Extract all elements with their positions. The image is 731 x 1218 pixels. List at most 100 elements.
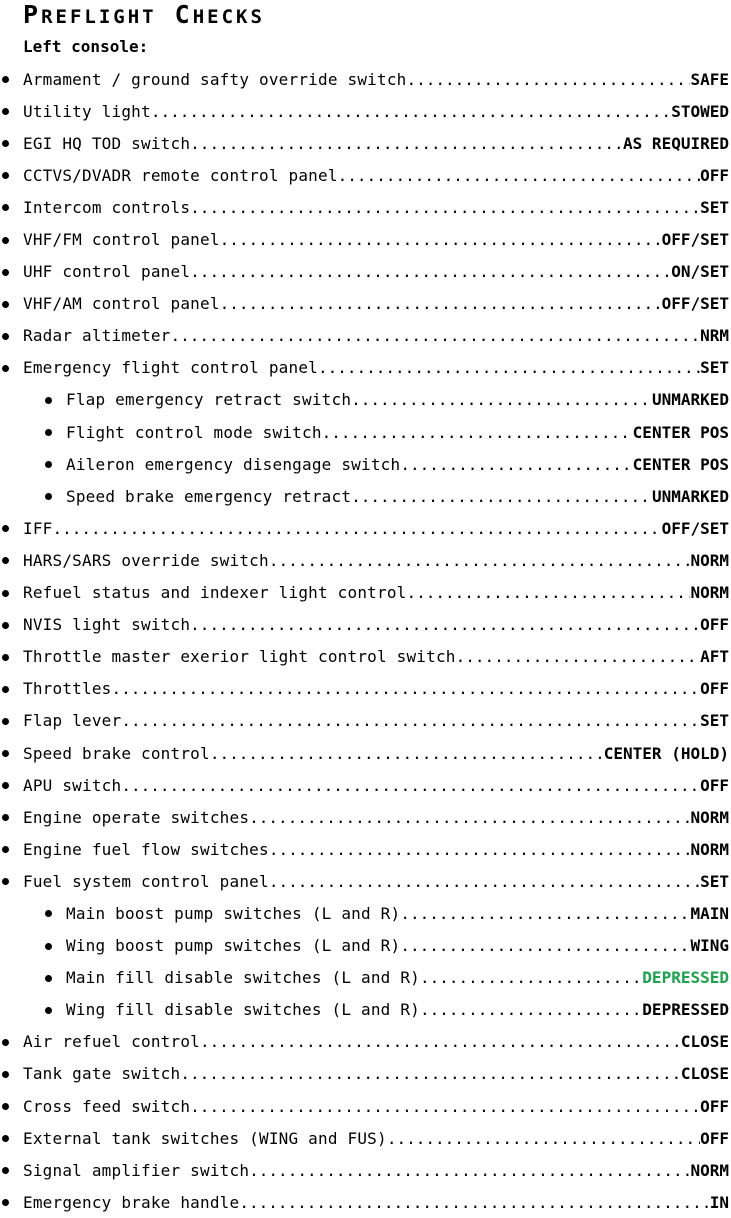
checklist-item-label: Emergency flight control panel (23, 358, 318, 378)
checklist-item-label: UHF control panel (23, 262, 191, 282)
checklist-line: ThrottlesOFF (23, 679, 729, 698)
dot-leader (249, 1161, 690, 1180)
checklist-item-value: OFF/SET (661, 230, 729, 250)
checklist-item-value: SAFE (690, 69, 729, 89)
page-title: PREFLIGHT CHECKS (23, 0, 265, 32)
checklist-item-value: CENTER (HOLD) (603, 743, 729, 763)
checklist-item-value: CLOSE (680, 1064, 729, 1084)
checklist-line: Radar altimeterNRM (23, 326, 729, 345)
checklist-item-value: IN (709, 1192, 729, 1212)
bullet-icon (2, 1167, 9, 1175)
checklist-item-value: OFF (700, 1128, 729, 1148)
checklist-line: CCTVS/DVADR remote control panelOFF (23, 166, 729, 185)
checklist-item-label: Refuel status and indexer light control (23, 583, 407, 603)
dot-leader (171, 326, 701, 345)
checklist-subitem: Speed brake emergency retractUNMARKED (0, 480, 731, 512)
dot-leader (318, 358, 700, 377)
checklist-item-value: CENTER POS (632, 454, 729, 474)
bullet-icon (2, 589, 9, 597)
checklist-line: HARS/SARS override switchNORM (23, 551, 729, 570)
bullet-icon (2, 1038, 9, 1046)
checklist-item-value: CENTER POS (632, 422, 729, 442)
title-initial-1: P (23, 0, 42, 29)
checklist-item-label: CCTVS/DVADR remote control panel (23, 165, 338, 185)
checklist-item: EGI HQ TOD switchAS REQUIRED (0, 127, 731, 159)
title-initial-2: C (174, 0, 193, 29)
checklist-item-value: NORM (690, 550, 729, 570)
bullet-icon (45, 396, 52, 404)
checklist-subitem: Flap emergency retract switchUNMARKED (0, 384, 731, 416)
checklist-item: Tank gate switchCLOSE (0, 1058, 731, 1090)
checklist-item-label: Flap lever (23, 711, 122, 731)
dot-leader (220, 230, 662, 249)
checklist-item-value: OFF (700, 1096, 729, 1116)
checklist-item: APU switchOFF (0, 769, 731, 801)
checklist-item-label: Throttles (23, 679, 112, 699)
checklist-item-label: Wing boost pump switches (L and R) (66, 936, 401, 956)
checklist-item-label: VHF/AM control panel (23, 294, 220, 314)
checklist-item-label: Armament / ground safty override switch (23, 69, 407, 89)
dot-leader (220, 294, 662, 313)
checklist-line: Engine fuel flow switchesNORM (23, 840, 729, 859)
dot-leader (249, 808, 690, 827)
title-rest-1: REFLIGHT (41, 6, 157, 28)
checklist-item: Cross feed switchOFF (0, 1090, 731, 1122)
checklist-subitem: Main fill disable switches (L and R)DEPR… (0, 962, 731, 994)
checklist-line: External tank switches (WING and FUS)OFF (23, 1129, 729, 1148)
dot-leader (420, 968, 642, 987)
checklist-item: Flap leverSET (0, 705, 731, 737)
checklist-line: Wing boost pump switches (L and R)WING (66, 936, 729, 955)
bullet-icon (2, 621, 9, 629)
dot-leader (53, 519, 662, 538)
checklist-item-label: Flight control mode switch (66, 422, 322, 442)
bullet-icon (2, 782, 9, 790)
bullet-icon (2, 172, 9, 180)
checklist-line: Flap leverSET (23, 711, 729, 730)
checklist-item-value: DEPRESSED (642, 968, 729, 988)
dot-leader (322, 423, 633, 442)
bullet-icon (2, 332, 9, 340)
bullet-icon (45, 429, 52, 437)
checklist-item-value: CLOSE (680, 1032, 729, 1052)
bullet-icon (2, 685, 9, 693)
dot-leader (269, 840, 691, 859)
checklist-item-label: Throttle master exerior light control sw… (23, 647, 456, 667)
checklist-item-label: Engine operate switches (23, 807, 250, 827)
checklist-item-value: SET (700, 358, 729, 378)
checklist-item-value: NORM (690, 839, 729, 859)
dot-leader (420, 1000, 642, 1019)
checklist-subitem: Wing fill disable switches (L and R)DEPR… (0, 994, 731, 1026)
checklist-item-value: DEPRESSED (642, 1000, 729, 1020)
checklist-item-value: ON/SET (671, 262, 729, 282)
checklist-line: Refuel status and indexer light controlN… (23, 583, 729, 602)
bullet-icon (2, 814, 9, 822)
bullet-icon (2, 557, 9, 565)
bullet-icon (2, 1070, 9, 1078)
dot-leader (190, 198, 700, 217)
checklist-item: Signal amplifier switchNORM (0, 1154, 731, 1186)
dot-leader (406, 70, 690, 89)
checklist-item-label: VHF/FM control panel (23, 230, 220, 250)
checklist-item: VHF/AM control panelOFF/SET (0, 288, 731, 320)
dot-leader (351, 487, 652, 506)
checklist-line: Utility lightSTOWED (23, 102, 729, 121)
checklist-item-label: NVIS light switch (23, 615, 191, 635)
checklist-line: APU switchOFF (23, 776, 729, 795)
checklist-item-value: NRM (700, 326, 729, 346)
bullet-icon (2, 76, 9, 84)
checklist-line: Speed brake control CENTER (HOLD) (23, 744, 729, 763)
checklist-line: Emergency flight control panel SET (23, 358, 729, 377)
checklist-item-value: STOWED (671, 101, 729, 121)
checklist-item-label: Speed brake emergency retract (66, 486, 352, 506)
checklist-item: Radar altimeterNRM (0, 320, 731, 352)
checklist-item-value: SET (700, 197, 729, 217)
checklist-item-value: UNMARKED (651, 390, 729, 410)
dot-leader (190, 615, 700, 634)
checklist-line: Main boost pump switches (L and R)MAIN (66, 904, 729, 923)
checklist-item-value: OFF (700, 775, 729, 795)
checklist-item: Utility lightSTOWED (0, 95, 731, 127)
checklist-item-label: Emergency brake handle (23, 1192, 240, 1212)
checklist-item: IFFOFF/SET (0, 512, 731, 544)
checklist-item: Air refuel controlCLOSE (0, 1026, 731, 1058)
checklist-item-label: Speed brake control (23, 743, 210, 763)
